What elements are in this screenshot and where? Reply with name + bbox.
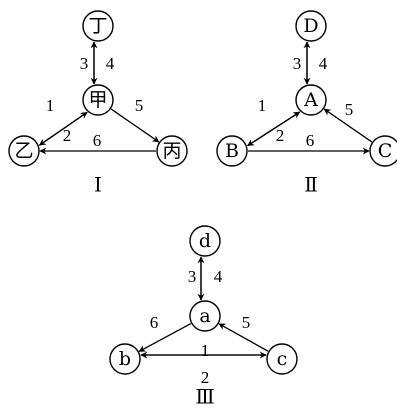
edge-label-2-0: 4 bbox=[214, 267, 223, 286]
edge-label-1-0: 4 bbox=[319, 54, 328, 73]
edge-label-1-2: 1 bbox=[258, 96, 267, 115]
node-1-0: D bbox=[295, 10, 327, 42]
edge-label-0-2: 1 bbox=[46, 96, 55, 115]
node-0-1: 甲 bbox=[82, 84, 114, 116]
node-label-1-2: B bbox=[225, 140, 239, 162]
edge-arrow-1-4 bbox=[323, 108, 373, 143]
edge-arrow-2-3 bbox=[218, 323, 269, 352]
node-1-1: A bbox=[295, 84, 327, 116]
node-0-2: 乙 bbox=[8, 135, 40, 167]
node-label-2-3: c bbox=[277, 348, 288, 370]
edge-arrow-1-3 bbox=[247, 111, 301, 147]
node-label-0-2: 乙 bbox=[14, 140, 33, 162]
edge-label-0-4: 5 bbox=[135, 96, 144, 115]
node-label-1-3: C bbox=[378, 140, 393, 162]
edge-label-2-5: 2 bbox=[201, 368, 210, 387]
node-circle-2-2 bbox=[109, 343, 141, 375]
node-label-0-0: 丁 bbox=[88, 15, 107, 37]
edge-label-1-5: 6 bbox=[306, 131, 315, 150]
node-label-1-1: A bbox=[303, 89, 318, 111]
edge-label-0-5: 6 bbox=[93, 131, 102, 150]
node-circle-2-0 bbox=[189, 225, 221, 257]
edge-arrow-2-2 bbox=[138, 323, 192, 352]
edge-label-1-3: 2 bbox=[276, 126, 285, 145]
node-label-0-3: 丙 bbox=[162, 140, 181, 162]
node-2-1: a bbox=[189, 300, 221, 332]
edge-label-1-4: 5 bbox=[345, 100, 354, 119]
node-1-3: C bbox=[369, 135, 397, 167]
edge-label-0-1: 3 bbox=[80, 54, 89, 73]
edge-label-2-1: 3 bbox=[188, 267, 197, 286]
diagram-caption-1: Ⅱ bbox=[304, 175, 318, 197]
node-0-0: 丁 bbox=[82, 10, 114, 42]
node-circle-1-1 bbox=[295, 84, 327, 116]
node-circle-0-1 bbox=[82, 84, 114, 116]
node-circle-0-3 bbox=[156, 135, 188, 167]
node-label-2-2: b bbox=[119, 348, 131, 370]
edge-label-2-2: 6 bbox=[150, 313, 159, 332]
node-label-2-0: d bbox=[199, 230, 211, 252]
node-label-0-1: 甲 bbox=[88, 89, 107, 111]
node-circle-1-2 bbox=[216, 135, 248, 167]
node-circle-0-2 bbox=[8, 135, 40, 167]
edge-arrow-0-3 bbox=[39, 111, 88, 146]
node-label-2-1: a bbox=[199, 305, 210, 327]
edge-label-2-3: 5 bbox=[242, 313, 251, 332]
node-0-3: 丙 bbox=[156, 135, 188, 167]
node-1-2: B bbox=[216, 135, 248, 167]
diagram-caption-2: Ⅲ bbox=[195, 387, 214, 409]
node-2-3: c bbox=[266, 343, 298, 375]
node-2-2: b bbox=[109, 343, 141, 375]
edge-label-0-3: 2 bbox=[63, 126, 72, 145]
edge-label-1-1: 3 bbox=[293, 54, 302, 73]
diagram-caption-0: Ⅰ bbox=[94, 175, 102, 197]
edge-label-2-4: 1 bbox=[201, 341, 210, 360]
node-label-1-0: D bbox=[303, 15, 318, 37]
node-circle-1-0 bbox=[295, 10, 327, 42]
edge-arrow-0-4 bbox=[110, 108, 160, 143]
node-2-0: d bbox=[189, 225, 221, 257]
edge-label-0-0: 4 bbox=[106, 54, 115, 73]
node-circle-2-3 bbox=[266, 343, 298, 375]
node-circle-0-0 bbox=[82, 10, 114, 42]
node-circle-2-1 bbox=[189, 300, 221, 332]
node-circle-1-3 bbox=[369, 135, 397, 167]
